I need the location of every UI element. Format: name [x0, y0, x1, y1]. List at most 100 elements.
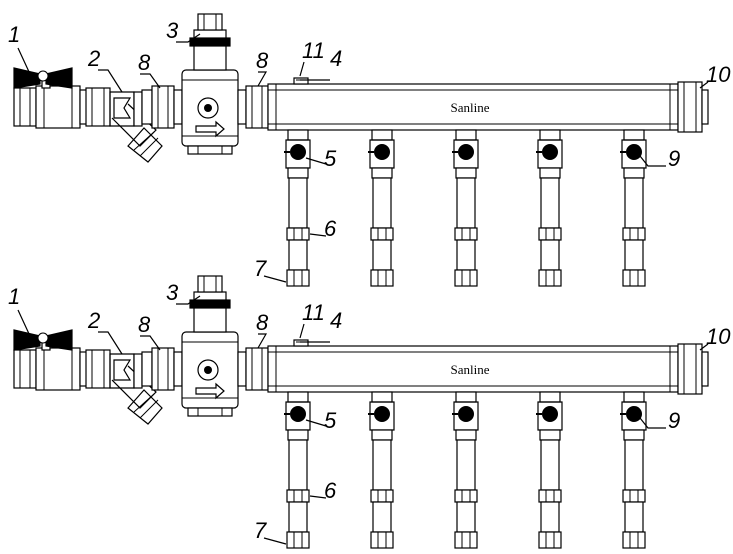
- callout-8a: 8: [138, 50, 151, 75]
- outlet-pipe-lower: [624, 239, 644, 271]
- leader-9: [639, 155, 666, 167]
- outlet-pipe-lower: [288, 239, 308, 271]
- outlet-neck: [539, 129, 561, 141]
- outlet-upper-nut: [287, 429, 309, 441]
- leader-8b: [257, 333, 268, 349]
- outlet-2: [368, 129, 395, 287]
- ball-valve: [13, 329, 91, 391]
- pressure-reducer: [181, 275, 239, 417]
- outlet-coupling: [622, 489, 646, 503]
- manifold-brand-label: Sanline: [451, 100, 490, 115]
- callout-2: 2: [87, 46, 100, 71]
- outlet-pipe-upper: [540, 439, 560, 491]
- callout-6: 6: [324, 216, 337, 241]
- callout-3: 3: [166, 18, 179, 43]
- callout-3: 3: [166, 280, 179, 305]
- outlet-upper-nut: [539, 429, 561, 441]
- outlet-valve-handle: [458, 406, 474, 422]
- outlet-valve-body: [453, 401, 479, 431]
- ball-valve: [13, 67, 91, 129]
- outlet-4: [536, 129, 563, 287]
- outlet-valve-handle: [374, 144, 390, 160]
- callout-2: 2: [87, 308, 100, 333]
- reducer-cap: [197, 13, 223, 31]
- outlet-coupling: [454, 227, 478, 241]
- outlet-pipe-upper: [456, 177, 476, 229]
- valve-handle-nut: [37, 70, 49, 82]
- leader-10: [699, 343, 709, 351]
- valve-inlet-nut: [13, 349, 37, 389]
- outlet-neck: [539, 391, 561, 403]
- manifold-end-cap: [677, 343, 703, 395]
- outlet-valve-body: [537, 139, 563, 169]
- union-right-tail: [237, 89, 247, 125]
- outlet-pipe-upper: [624, 439, 644, 491]
- leader-5: [305, 157, 327, 165]
- leader-1: [17, 47, 31, 75]
- strainer-outlet: [133, 91, 143, 127]
- outlet-valve-body: [285, 139, 311, 169]
- outlet-valve-body: [453, 139, 479, 169]
- valve-handle-left: [13, 67, 41, 89]
- callout-7: 7: [254, 256, 267, 281]
- outlet-coupling: [286, 489, 310, 503]
- reducer-gauge-center: [204, 104, 212, 112]
- outlet-4: [536, 391, 563, 549]
- outlet-end-nut: [622, 531, 646, 549]
- strainer-cap: [127, 389, 163, 425]
- outlet-valve-handle: [458, 144, 474, 160]
- outlet-coupling: [370, 227, 394, 241]
- callout-leaders: [17, 295, 709, 545]
- reducer-flow-arrow: [195, 120, 225, 138]
- union-right-nut: [245, 347, 269, 391]
- callout-5: 5: [324, 146, 337, 171]
- outlet-upper-nut: [371, 167, 393, 179]
- outlet-pipe-lower: [456, 239, 476, 271]
- outlet-pipe-lower: [624, 501, 644, 533]
- valve-handle-right: [45, 329, 73, 351]
- outlet-coupling: [286, 227, 310, 241]
- manifold-end-plug: [701, 89, 709, 125]
- outlet-upper-nut: [287, 167, 309, 179]
- strainer-inlet: [85, 349, 111, 389]
- callout-leaders: [17, 33, 709, 283]
- outlet-upper-nut: [371, 429, 393, 441]
- manifold-bar: Sanline: [267, 339, 709, 395]
- union-fitting-right: [237, 347, 269, 391]
- outlet-end-nut: [454, 531, 478, 549]
- callout-1: 1: [8, 284, 20, 309]
- leader-7: [263, 537, 287, 545]
- leader-7: [263, 275, 287, 283]
- outlet-5: [620, 129, 647, 287]
- outlet-coupling: [454, 489, 478, 503]
- leader-3: [176, 33, 201, 43]
- reducer-gauge-center: [204, 366, 212, 374]
- outlet-coupling: [538, 227, 562, 241]
- outlet-valve-body: [621, 401, 647, 431]
- union-left-nut: [151, 85, 175, 129]
- reducer-cap: [197, 275, 223, 293]
- outlet-end-nut: [454, 269, 478, 287]
- outlet-upper-nut: [623, 429, 645, 441]
- outlet-upper-nut: [455, 167, 477, 179]
- outlet-3: [452, 391, 479, 549]
- outlet-upper-nut: [539, 167, 561, 179]
- reducer-band: [189, 299, 231, 309]
- strainer-cap: [127, 127, 163, 163]
- callout-10: 10: [706, 62, 731, 87]
- outlet-neck: [623, 129, 645, 141]
- union-fitting-right: [237, 85, 269, 129]
- union-right-nut: [245, 85, 269, 129]
- outlet-pipe-lower: [540, 501, 560, 533]
- outlet-neck: [455, 129, 477, 141]
- callout-10: 10: [706, 324, 731, 349]
- outlet-neck: [371, 391, 393, 403]
- callout-7: 7: [254, 518, 267, 543]
- outlet-end-nut: [370, 531, 394, 549]
- outlet-pipe-lower: [372, 239, 392, 271]
- outlet-valve-body: [369, 139, 395, 169]
- union-left-tail: [173, 351, 183, 387]
- outlet-end-nut: [622, 269, 646, 287]
